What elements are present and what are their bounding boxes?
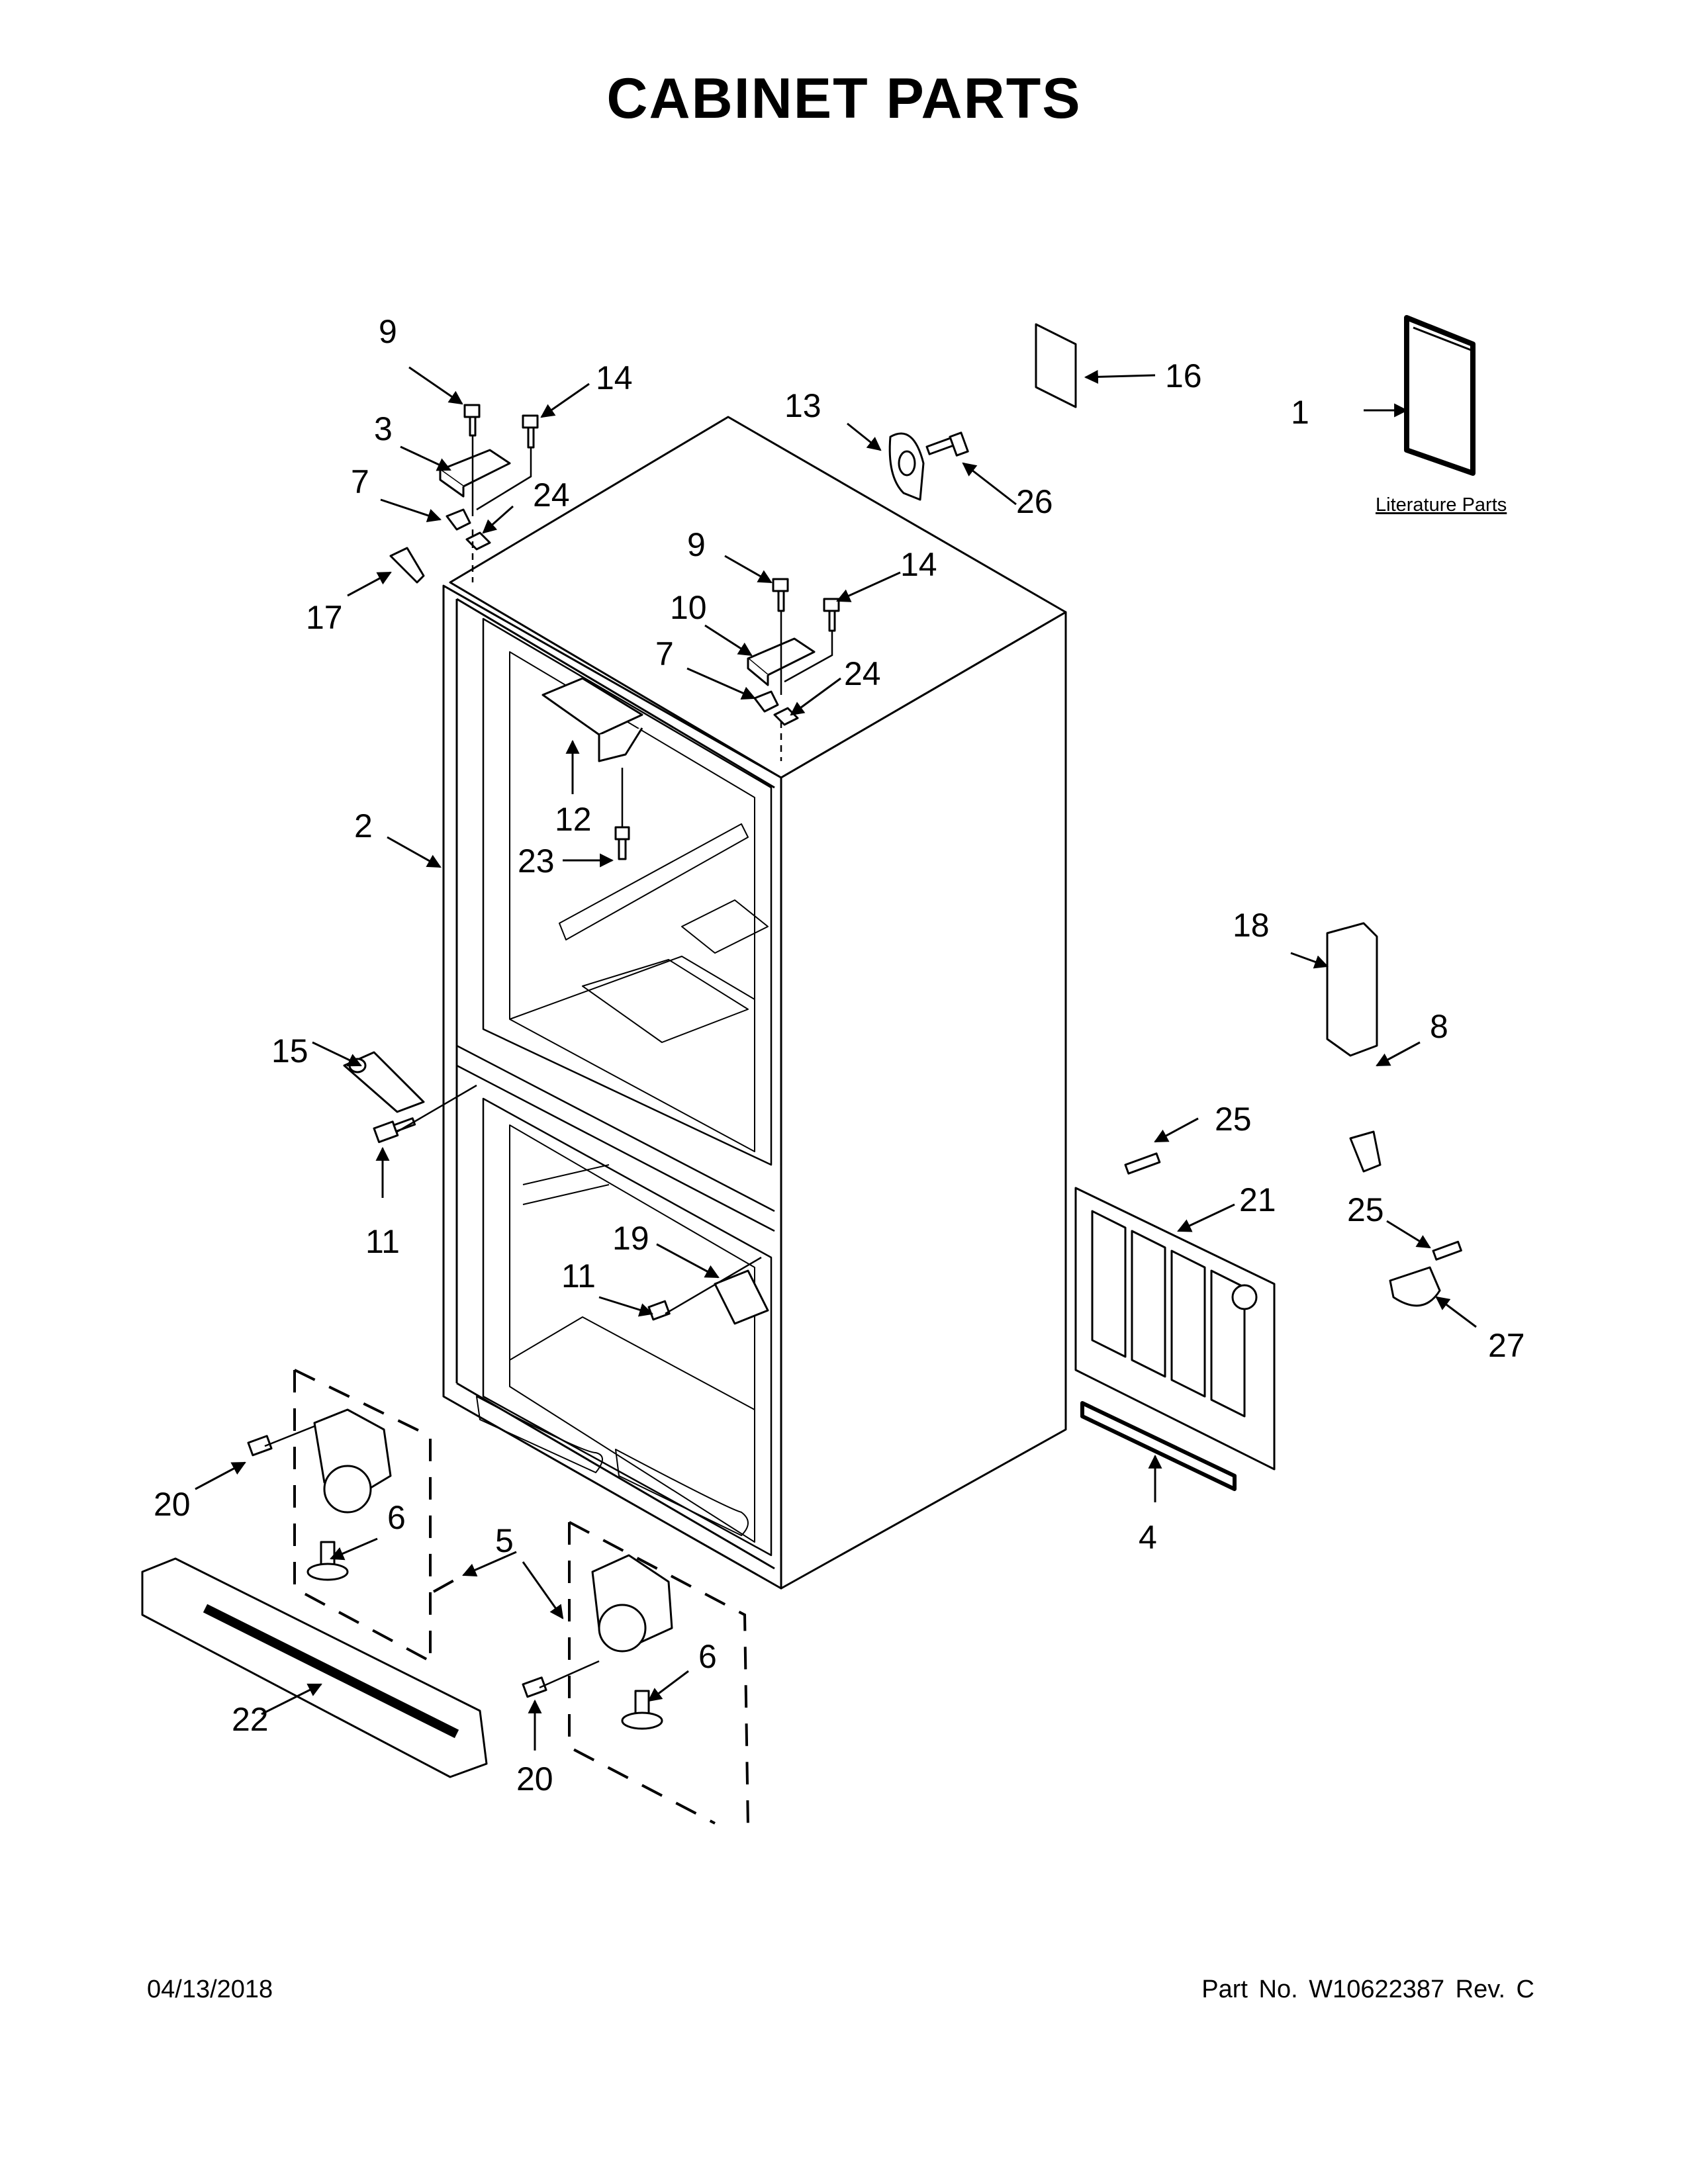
part-8-clip — [1349, 1130, 1382, 1173]
callout-6-right: 6 — [698, 1638, 717, 1675]
callout-16: 16 — [1165, 357, 1202, 394]
part-18-cover — [1326, 922, 1378, 1057]
callout-26: 26 — [1016, 483, 1053, 520]
part-25-screw-b — [1432, 1240, 1462, 1261]
callout-11-lower: 11 — [561, 1257, 596, 1295]
callout-11-left: 11 — [365, 1223, 400, 1260]
page-title: CABINET PARTS — [606, 67, 1082, 130]
part-15-bracket — [343, 1051, 425, 1113]
callout-23: 23 — [518, 842, 555, 880]
callout-17: 17 — [306, 599, 343, 636]
callout-7-left: 7 — [351, 463, 369, 500]
part-27-clamp — [1389, 1266, 1441, 1307]
part-1-literature — [1404, 315, 1476, 476]
part-12-bracket — [541, 677, 643, 762]
callout-3: 3 — [374, 410, 393, 447]
part-25-screw-a — [1124, 1152, 1161, 1175]
part-16-label — [1035, 323, 1077, 408]
callout-15: 15 — [271, 1032, 308, 1069]
callout-labels: 9 14 3 7 24 17 13 26 16 1 Literature Par… — [154, 313, 1525, 1797]
part-6-leveler-right — [591, 1554, 673, 1730]
part-20-screw-right — [522, 1676, 547, 1698]
part-26-screw — [925, 432, 969, 457]
callout-18: 18 — [1233, 907, 1270, 944]
leveler-dashed-frames — [293, 1369, 749, 1827]
callout-27: 27 — [1488, 1327, 1525, 1364]
callout-12: 12 — [555, 801, 592, 838]
callout-14-left: 14 — [596, 359, 633, 396]
callout-24-right: 24 — [844, 655, 881, 692]
callout-24-left: 24 — [533, 477, 570, 514]
callout-1: 1 — [1291, 394, 1309, 431]
part-17-clip — [389, 547, 425, 584]
cabinet-body — [442, 416, 1067, 1590]
part-13-bracket — [888, 432, 925, 501]
callout-20-right: 20 — [516, 1760, 553, 1797]
callout-6-left: 6 — [387, 1499, 406, 1536]
callout-25-a: 25 — [1215, 1101, 1252, 1138]
part-6-leveler-left — [306, 1408, 392, 1581]
part-shapes — [141, 315, 1476, 1778]
callout-8: 8 — [1430, 1008, 1448, 1045]
callout-21: 21 — [1239, 1181, 1276, 1218]
callout-14-right: 14 — [900, 546, 937, 583]
part-4-strip — [1080, 1401, 1237, 1491]
footer-date: 04/13/2018 — [147, 1976, 273, 2003]
callout-4: 4 — [1139, 1519, 1157, 1556]
callout-arrows — [195, 366, 1477, 1751]
literature-parts-label: Literature Parts — [1376, 494, 1507, 516]
callout-10: 10 — [670, 589, 707, 626]
part-22-toe-grille — [141, 1557, 488, 1778]
part-21-grille — [1074, 1187, 1276, 1471]
callout-20-left: 20 — [154, 1486, 191, 1523]
part-20-screw-left — [247, 1435, 273, 1457]
callout-19: 19 — [612, 1220, 649, 1257]
callout-22: 22 — [232, 1701, 269, 1738]
part-23-screw — [614, 826, 630, 860]
callout-25-b: 25 — [1347, 1191, 1384, 1228]
callout-9-right: 9 — [687, 526, 706, 563]
part-19-bracket — [714, 1269, 769, 1325]
callout-2: 2 — [354, 807, 373, 844]
footer-part-number: Part No. W10622387 Rev. C — [1201, 1976, 1534, 2003]
callout-9-left: 9 — [379, 313, 397, 350]
part-11-screw-left — [373, 1117, 416, 1144]
callout-5: 5 — [495, 1522, 514, 1559]
guide-lines — [264, 435, 833, 1689]
callout-13: 13 — [784, 387, 821, 424]
callout-7-right: 7 — [655, 635, 674, 672]
